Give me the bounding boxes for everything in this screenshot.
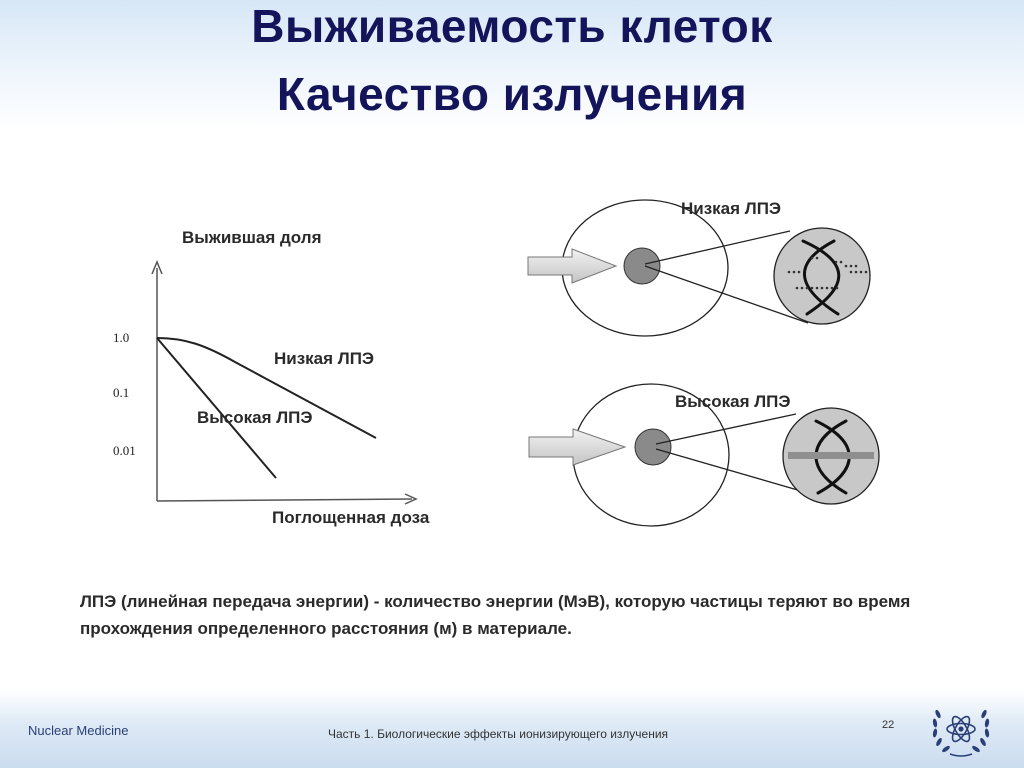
slide-subtitle: Качество излучения [276,68,748,120]
high-let-particle-track [788,452,874,459]
low-let-curve [156,337,377,439]
low-let-cell [527,199,871,337]
low-let-incoming-arrow-icon [527,248,618,284]
low-let-nucleus [623,247,661,285]
footer-section-title: Часть 1. Биологические эффекты ионизирую… [328,727,669,741]
y-axis-label: Выжившая доля [182,228,322,247]
high-let-incoming-arrow-icon [528,428,627,466]
low-let-dna-zoom [773,227,871,325]
y-tick-01: 0.1 [113,385,130,400]
y-tick-1: 1.0 [113,330,130,345]
footer-background [0,690,1024,768]
x-axis-label: Поглощенная доза [272,508,430,527]
page-number: 22 [882,719,895,731]
low-let-ionization-dots [787,256,868,290]
footer-course-name: Nuclear Medicine [28,723,129,738]
high-let-cell [528,383,880,527]
low-let-curve-label: Низкая ЛПЭ [274,349,375,368]
high-let-curve-label: Высокая ЛПЭ [197,408,313,427]
survival-graph-axes [151,260,418,505]
y-tick-001: 0.01 [113,443,136,458]
header-background [0,0,1024,130]
high-let-nucleus [634,428,672,466]
let-definition-text: ЛПЭ (линейная передача энергии) - количе… [80,592,911,638]
iaea-atom-laurel-icon [932,709,990,757]
slide-title: Выживаемость клеток [251,0,773,52]
low-let-cell-label: Низкая ЛПЭ [681,199,782,218]
low-let-dna-helix-icon [801,239,841,316]
high-let-cell-label: Высокая ЛПЭ [675,392,791,411]
high-let-curve [156,337,277,479]
